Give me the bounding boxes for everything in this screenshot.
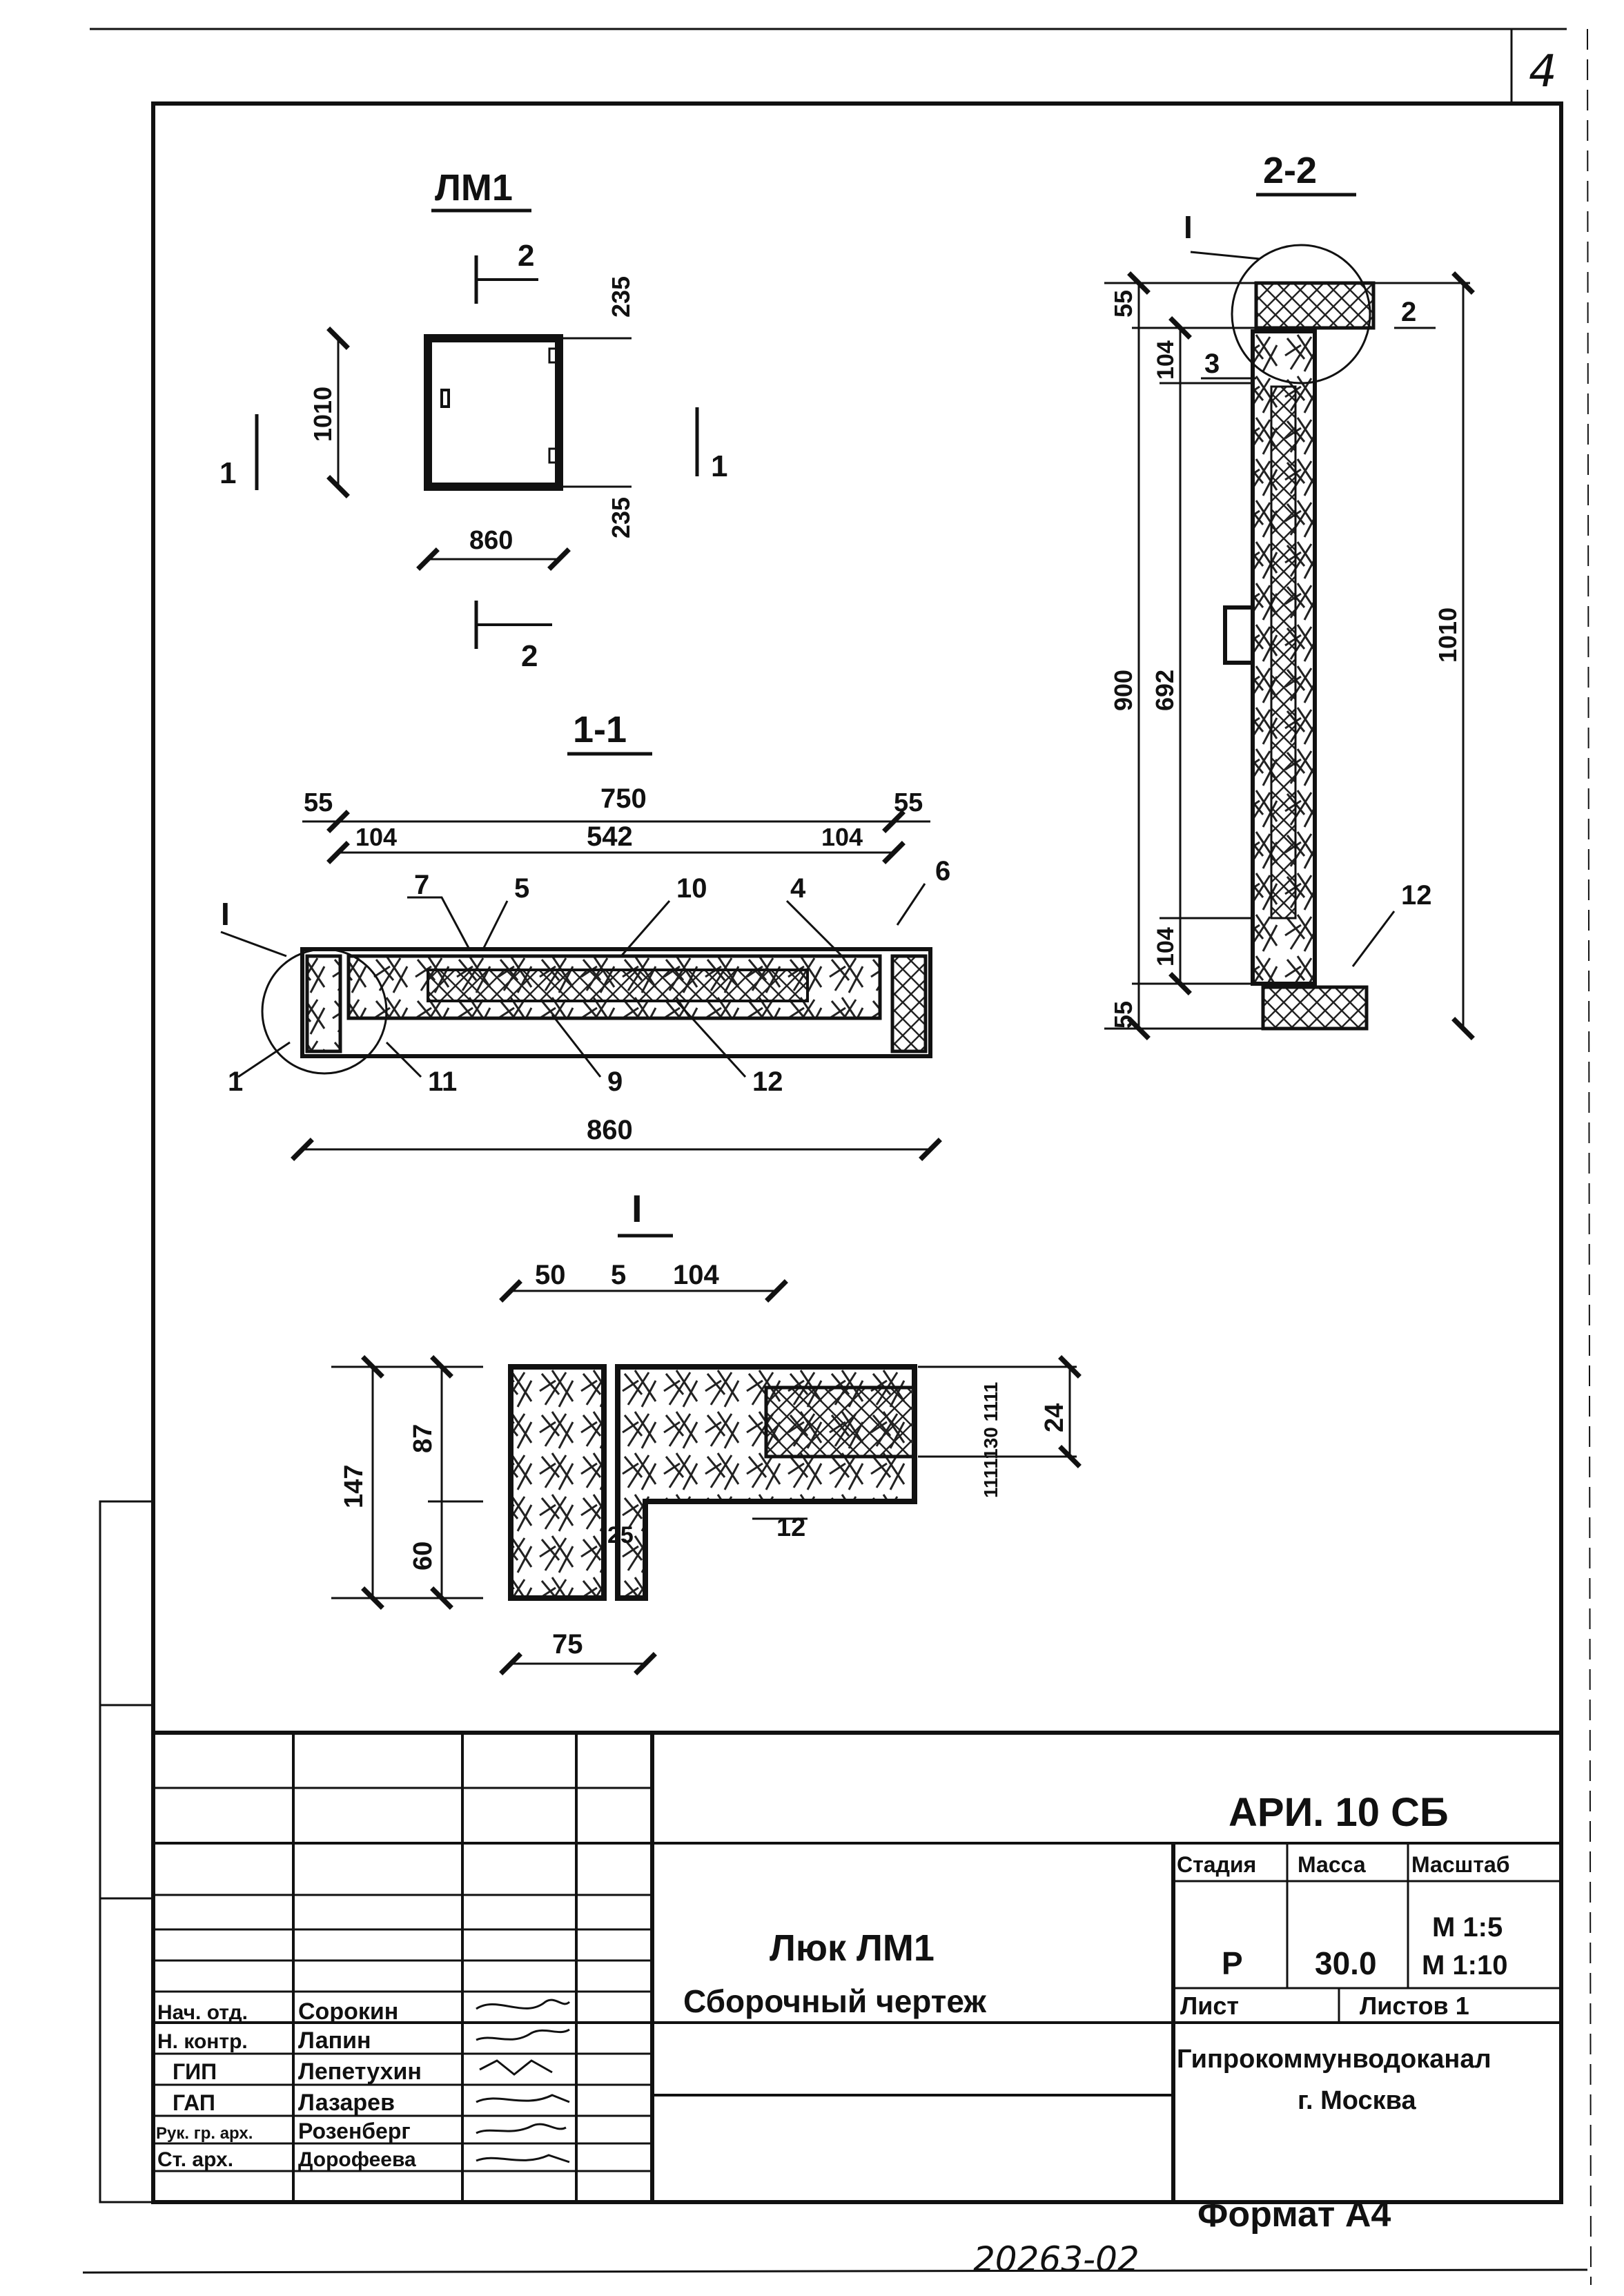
section-2-2-callout-2: 2 <box>1401 297 1416 327</box>
section-2-2-node-mark: I <box>1184 209 1193 245</box>
section-2-2-title: 2-2 <box>1263 150 1317 191</box>
role-4: Рук. гр. арх. <box>156 2124 253 2143</box>
section-2-2-callout-3: 3 <box>1204 349 1220 379</box>
plan-section-mark-bottom: 2 <box>521 639 538 673</box>
node-i-dim-147: 147 <box>340 1465 369 1508</box>
plan-view-title: ЛМ1 <box>435 167 513 208</box>
node-i-dim-60: 60 <box>409 1541 438 1570</box>
node-i-dim-25: 25 <box>607 1522 634 1548</box>
organization: Гипрокоммунводоканал <box>1177 2045 1491 2074</box>
role-0: Нач. отд. <box>157 2001 248 2024</box>
callout-10: 10 <box>676 873 707 904</box>
inventory-number: 20263-02 <box>973 2239 1139 2279</box>
section-2-2-dim-bottom: 55 <box>1109 1001 1137 1029</box>
callout-7: 7 <box>414 870 429 900</box>
document-code: АРИ. 10 СБ <box>1229 1790 1449 1835</box>
plan-dim-width: 860 <box>469 526 513 555</box>
plan-section-mark-left: 1 <box>219 456 236 490</box>
sheets-label: Листов 1 <box>1360 1992 1469 2020</box>
title-block-text: АРИ. 10 СБ Люк ЛМ1 Сборочный чертеж Стад… <box>156 1790 1510 2171</box>
name-1: Лапин <box>298 2027 371 2054</box>
plan-dim-bottom: 235 <box>607 497 635 538</box>
section-1-1-dim-left-edge: 55 <box>304 788 333 817</box>
callout-5: 5 <box>514 873 529 904</box>
callout-4: 4 <box>790 873 806 904</box>
section-2-2-callout-12: 12 <box>1401 880 1432 911</box>
node-i-dim-50: 50 <box>535 1260 566 1290</box>
mass-header: Масса <box>1298 1852 1366 1877</box>
node-i-detail: I 50 5 104 147 87 60 75 25 12 24 1111130… <box>331 1187 1082 1675</box>
stage-header: Стадия <box>1177 1852 1256 1877</box>
section-1-1-dim-left-inner: 104 <box>355 823 397 851</box>
plan-view: ЛМ1 2 2 1 1 1010 860 235 235 <box>219 167 727 673</box>
role-5: Ст. арх. <box>157 2148 233 2171</box>
name-2: Лепетухин <box>298 2059 422 2085</box>
section-2-2-dim-overall: 1010 <box>1434 607 1462 663</box>
page-number: 4 <box>1529 46 1557 97</box>
node-i-dim-5: 5 <box>611 1260 626 1290</box>
section-2-2-dim-top: 55 <box>1109 290 1137 318</box>
callout-1: 1 <box>228 1067 243 1097</box>
title-block <box>153 1731 1561 2202</box>
role-3: ГАП <box>173 2090 215 2115</box>
plan-section-mark-right: 1 <box>711 449 727 483</box>
plan-dim-top: 235 <box>607 276 635 318</box>
role-2: ГИП <box>173 2059 217 2084</box>
section-1-1-node-mark: I <box>221 896 230 932</box>
node-i-dim-24: 24 <box>1040 1403 1069 1432</box>
node-i-dim-104: 104 <box>673 1260 719 1290</box>
sheet-label: Лист <box>1180 1992 1239 2020</box>
product-name: Люк ЛМ1 <box>770 1927 935 1969</box>
section-2-2: 2-2 I 2 3 12 55 104 900 692 104 55 1010 <box>1104 150 1475 1040</box>
section-1-1-dim-right-inner: 104 <box>821 823 863 851</box>
section-2-2-dim-bottom-inner: 104 <box>1153 927 1179 966</box>
section-1-1-title: 1-1 <box>573 709 627 750</box>
section-1-1-dim-overall: 750 <box>600 784 647 814</box>
scale-value-2: М 1:10 <box>1422 1950 1508 1981</box>
node-i-dim-75: 75 <box>552 1629 583 1660</box>
signatures <box>476 1998 571 2163</box>
node-i-title: I <box>632 1187 643 1230</box>
section-2-2-dim-top-inner: 104 <box>1153 340 1179 380</box>
callout-12: 12 <box>752 1067 783 1097</box>
scale-header: Масштаб <box>1411 1852 1510 1877</box>
callout-6: 6 <box>935 856 950 886</box>
section-2-2-dim-mid: 692 <box>1151 670 1179 711</box>
node-i-dim-stack: 1111130 1111 <box>980 1382 1001 1498</box>
name-3: Лазарев <box>298 2090 395 2116</box>
stage-value: Р <box>1222 1945 1243 1981</box>
section-1-1-dim-right-edge: 55 <box>894 788 923 817</box>
node-i-dim-87: 87 <box>409 1424 438 1453</box>
section-1-1: 1-1 55 750 55 104 542 104 860 I 7 5 10 4… <box>220 709 950 1161</box>
name-4: Розенберг <box>298 2119 411 2143</box>
section-2-2-dim-total-inner: 900 <box>1109 670 1137 711</box>
role-1: Н. контр. <box>157 2030 248 2053</box>
plan-section-mark-top: 2 <box>518 239 534 273</box>
plan-dim-height: 1010 <box>309 387 337 442</box>
callout-11: 11 <box>428 1067 457 1097</box>
mass-value: 30.0 <box>1315 1945 1377 1981</box>
scale-value-1: М 1:5 <box>1432 1912 1503 1943</box>
node-i-dim-12: 12 <box>776 1513 805 1542</box>
section-1-1-dim-middle: 542 <box>587 821 633 852</box>
sheet-border <box>82 28 1592 2286</box>
name-0: Сорокин <box>298 1998 398 2025</box>
section-1-1-dim-bottom: 860 <box>587 1115 633 1145</box>
format-label: Формат А4 <box>1197 2195 1391 2235</box>
city: г. Москва <box>1298 2086 1417 2115</box>
section-2-2-node-circle <box>1231 244 1371 385</box>
node-callout-circle <box>261 948 388 1075</box>
name-5: Дорофеева <box>298 2148 416 2171</box>
callout-9: 9 <box>607 1067 623 1097</box>
drawing-type: Сборочный чертеж <box>683 1983 986 2019</box>
